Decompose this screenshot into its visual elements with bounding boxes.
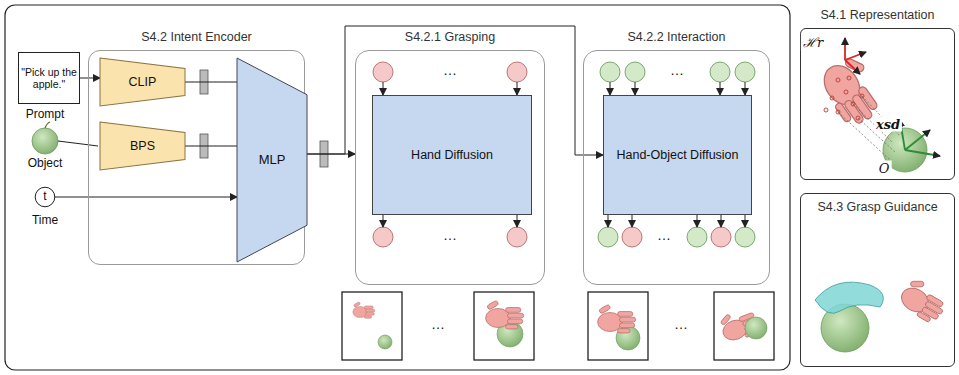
section-heading: S4.1 Representation — [781, 8, 959, 22]
node-label: CLIP — [129, 75, 157, 89]
math-symbol: O — [877, 161, 892, 176]
node-box: t — [35, 187, 55, 207]
flow-arrow — [55, 197, 237, 198]
node-label: Hand Diffusion — [411, 148, 493, 162]
node-box: S4.2.1 GraspingHand Diffusion — [355, 50, 545, 285]
flow-arrow — [185, 146, 237, 147]
ellipsis: … — [674, 316, 688, 332]
math-symbol: ℋr — [801, 33, 825, 51]
node-box: Hand Diffusion — [372, 95, 532, 215]
ellipsis: … — [443, 227, 457, 243]
node-box: CLIP — [100, 58, 185, 106]
node-label: t — [43, 190, 46, 204]
flow-arrow — [80, 78, 100, 79]
node-box: S4.2 Intent EncoderCLIPBPSMLP — [88, 50, 305, 265]
ellipsis: … — [431, 316, 445, 332]
node-label: BPS — [130, 139, 155, 153]
math-symbol: xsd — [874, 117, 902, 132]
node-box: MLP — [237, 58, 307, 262]
input-caption: Prompt — [26, 107, 65, 121]
ellipsis: … — [670, 62, 684, 78]
node-label: Hand-Object Diffusion — [616, 148, 738, 162]
section-heading: S4.3 Grasp Guidance — [781, 200, 959, 214]
node-box: BPS — [100, 122, 185, 170]
section-heading: S4.2 Intent Encoder — [69, 30, 324, 44]
section-heading: S4.2.1 Grasping — [336, 30, 564, 44]
section-heading: S4.2.2 Interaction — [564, 30, 789, 44]
node-box: S4.2.2 InteractionHand-Object Diffusion — [583, 50, 770, 285]
flow-arrow — [185, 82, 237, 83]
node-box: Hand-Object Diffusion — [603, 95, 752, 215]
node-label: "Pick up the apple." — [19, 66, 79, 90]
input-caption: Time — [32, 213, 58, 227]
ellipsis: … — [657, 227, 671, 243]
node-box: S4.3 Grasp Guidance — [800, 193, 955, 367]
ellipsis: … — [443, 62, 457, 78]
node-box: "Pick up the apple." — [18, 52, 80, 104]
node-label: MLP — [259, 153, 286, 168]
input-caption: Object — [28, 156, 63, 170]
